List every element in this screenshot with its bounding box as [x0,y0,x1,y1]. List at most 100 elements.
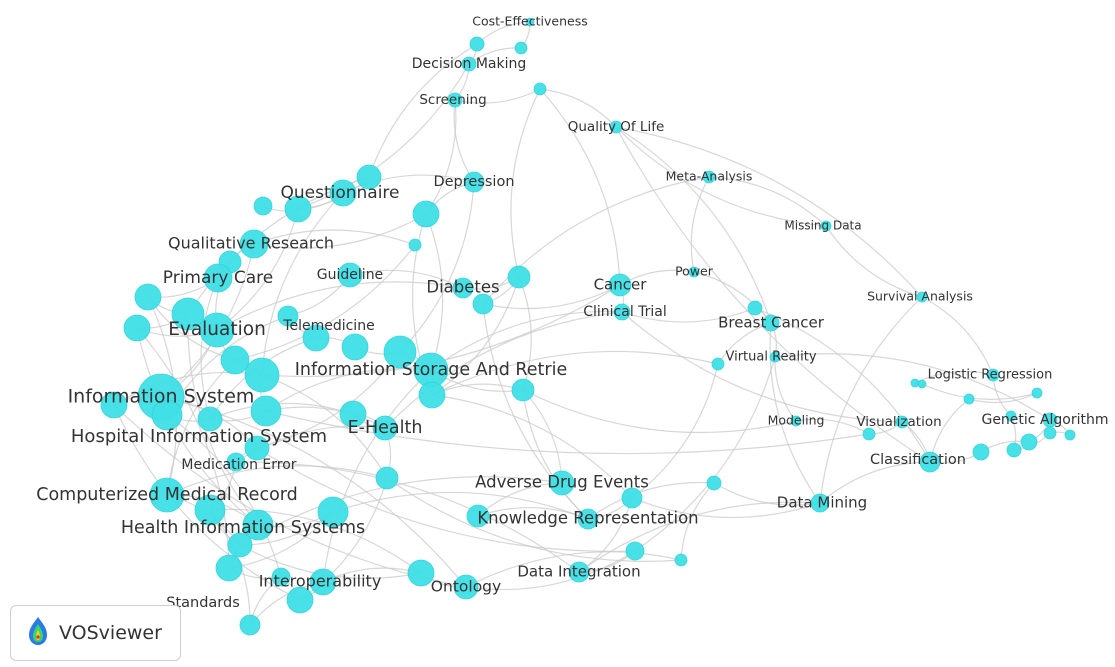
network-node[interactable] [372,415,398,441]
network-node[interactable] [309,568,337,596]
network-node[interactable] [972,443,990,461]
network-node[interactable] [226,452,246,472]
network-node[interactable] [242,509,274,541]
network-node[interactable] [769,351,781,363]
network-node[interactable] [820,220,832,232]
network-node[interactable] [239,614,261,636]
network-node[interactable] [461,56,477,72]
network-node[interactable] [149,477,185,513]
network-node[interactable] [418,381,446,409]
network-node[interactable] [412,200,440,228]
network-node[interactable] [286,586,314,614]
network-node[interactable] [609,120,623,134]
network-edge [136,327,259,526]
term-label: Health Information Systems [121,518,365,538]
network-node[interactable] [577,508,599,530]
network-node[interactable] [688,266,700,278]
network-node[interactable] [472,293,494,315]
network-node[interactable] [220,345,250,375]
network-node[interactable] [317,496,349,528]
network-node[interactable] [986,368,1000,382]
network-node[interactable] [239,229,269,259]
network-node[interactable] [706,475,722,491]
network-node[interactable] [568,561,590,583]
network-node[interactable] [919,451,941,473]
term-label: Breast Cancer [718,314,825,332]
network-node[interactable] [123,314,151,342]
term-label: Telemedicine [282,318,374,334]
network-node[interactable] [533,82,547,96]
network-node[interactable] [244,357,280,393]
network-node[interactable] [1005,410,1017,422]
network-node[interactable] [711,357,725,371]
network-node[interactable] [702,170,716,184]
network-edge [968,392,1038,404]
network-node[interactable] [917,379,927,389]
network-node[interactable] [253,196,273,216]
term-label: Medication Error [181,457,296,473]
network-node[interactable] [383,335,417,369]
term-label: Guideline [317,267,383,283]
network-node[interactable] [134,283,162,311]
network-edge [235,461,580,573]
network-node[interactable] [100,391,128,419]
network-node[interactable] [466,504,490,528]
network-node[interactable] [407,559,435,587]
network-node[interactable] [810,493,830,513]
network-node[interactable] [525,17,535,27]
network-node[interactable] [625,541,645,561]
network-node[interactable] [375,466,399,490]
network-node[interactable] [507,265,531,289]
network-node[interactable] [277,305,299,327]
network-node[interactable] [895,415,909,429]
network-node[interactable] [284,195,312,223]
network-edge [510,88,541,278]
network-node[interactable] [916,291,928,303]
network-node[interactable] [356,164,382,190]
network-node[interactable] [511,378,535,402]
network-node[interactable] [1006,442,1022,458]
network-node[interactable] [1043,426,1057,440]
network-node[interactable] [453,574,479,600]
network-node[interactable] [194,494,226,526]
network-edge [680,482,715,561]
term-label: Cancer [594,276,648,294]
network-node[interactable] [762,314,780,332]
network-node[interactable] [244,435,270,461]
network-node[interactable] [302,324,330,352]
network-node[interactable] [203,263,233,293]
term-label: Interoperability [259,572,382,591]
network-node[interactable] [171,297,205,331]
network-node[interactable] [250,395,282,427]
term-label: Classification [870,452,966,468]
network-node[interactable] [151,399,183,431]
network-node[interactable] [790,415,802,427]
network-node[interactable] [227,532,253,558]
network-node[interactable] [199,312,235,348]
network-node[interactable] [339,400,367,428]
network-node[interactable] [447,92,463,108]
network-node[interactable] [271,567,291,587]
network-node[interactable] [674,553,688,567]
network-node[interactable] [613,303,631,321]
network-node[interactable] [215,554,243,582]
network-node[interactable] [549,470,575,496]
network-node[interactable] [608,273,632,297]
network-node[interactable] [469,36,485,52]
network-node[interactable] [337,262,363,288]
network-node[interactable] [452,277,474,299]
network-edge [774,353,1051,421]
network-node[interactable] [408,238,422,252]
network-node[interactable] [341,333,369,361]
network-node[interactable] [1064,429,1076,441]
network-node[interactable] [1031,387,1043,399]
network-node[interactable] [963,393,975,405]
network-node[interactable] [329,179,357,207]
network-node[interactable] [463,171,485,193]
network-node[interactable] [514,41,528,55]
network-node[interactable] [1020,433,1038,451]
network-node[interactable] [747,300,763,316]
network-node[interactable] [862,427,876,441]
network-node[interactable] [621,487,643,509]
network-node[interactable] [197,406,223,432]
